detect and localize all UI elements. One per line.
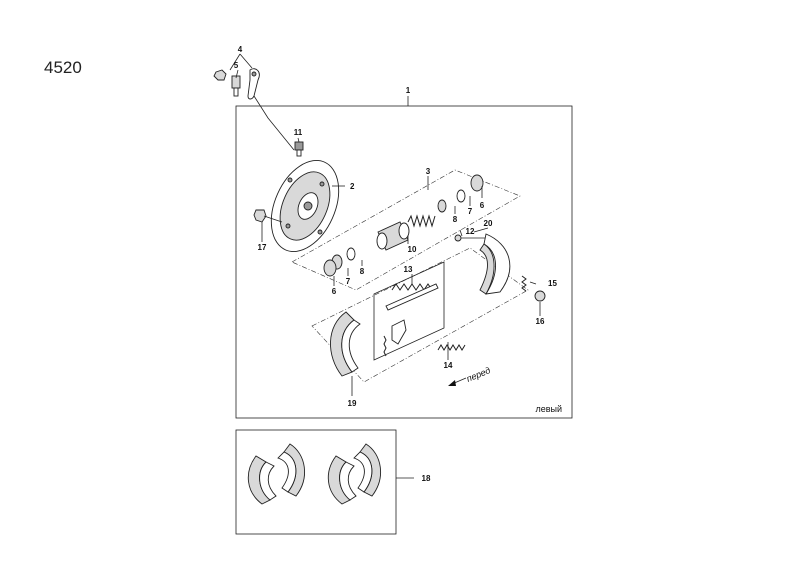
left-brake-shoe-part	[330, 311, 361, 377]
side-label: левый	[535, 404, 562, 414]
callout-17: 17	[258, 243, 267, 252]
callout-14: 14	[444, 361, 453, 370]
callout-20: 20	[484, 219, 493, 228]
page-code: 4520	[44, 58, 82, 77]
direction-arrow-icon	[448, 377, 467, 386]
callout-7-left: 7	[346, 277, 351, 286]
bleeder-screw-part	[231, 75, 241, 97]
callout-10: 10	[408, 245, 417, 254]
callout-18: 18	[422, 474, 431, 483]
cylinder-piston-part	[323, 247, 356, 277]
hardware-box-outline	[373, 261, 445, 361]
hold-down-spring-part	[521, 275, 527, 292]
shoe-kit-part	[247, 443, 381, 505]
cylinder-cup-part	[437, 174, 484, 213]
nut-part	[213, 69, 227, 81]
backing-plate-part	[270, 160, 340, 252]
adjuster-lever-part	[383, 319, 407, 357]
callout-15: 15	[548, 279, 557, 288]
leader-lines	[229, 53, 541, 396]
callout-16: 16	[536, 317, 545, 326]
wheel-cylinder-group-outline	[291, 169, 521, 291]
shoe-kit-frame	[235, 429, 397, 535]
callout-11: 11	[294, 128, 303, 137]
callout-labels: 1 2 3 4 5 6 6 7 7 8 8 10 11 12 13 14 15 …	[234, 45, 558, 483]
callout-5: 5	[234, 61, 239, 70]
hold-down-cap-part	[534, 290, 546, 302]
callout-13: 13	[404, 265, 413, 274]
cylinder-spring-part	[407, 214, 436, 228]
main-assembly-frame	[235, 105, 573, 419]
callout-3: 3	[426, 167, 431, 176]
lower-return-spring-part	[437, 344, 466, 351]
wheel-cylinder-part	[376, 221, 410, 251]
callout-6-left: 6	[332, 287, 337, 296]
direction-label: перед	[465, 365, 492, 384]
callout-1: 1	[406, 86, 411, 95]
callout-4: 4	[238, 45, 243, 54]
callout-8-left: 8	[360, 267, 365, 276]
callout-8-right: 8	[453, 215, 458, 224]
parking-lever-part	[247, 68, 295, 151]
hold-down-pin-part	[454, 234, 490, 242]
callout-7-right: 7	[468, 207, 473, 216]
bolt-part	[294, 141, 304, 157]
callout-12: 12	[466, 227, 475, 236]
callout-6-right: 6	[480, 201, 485, 210]
right-brake-shoe-part	[479, 233, 511, 295]
callout-2: 2	[350, 182, 355, 191]
callout-19: 19	[348, 399, 357, 408]
adjuster-bar-part	[385, 283, 439, 311]
